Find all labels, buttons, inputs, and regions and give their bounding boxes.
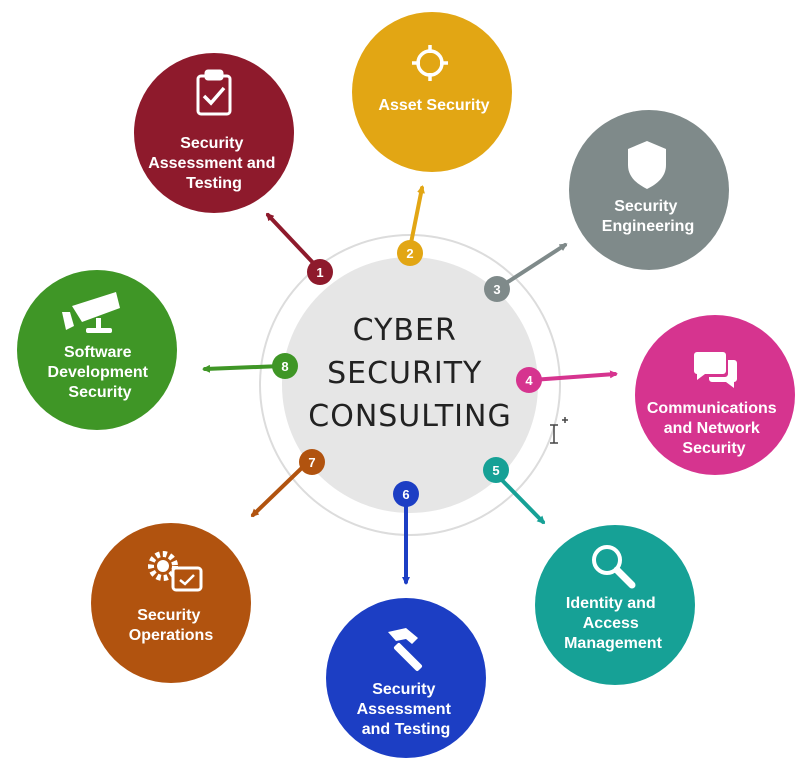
security-camera-icon	[62, 292, 120, 333]
arrow-4	[530, 370, 618, 382]
crosshair-icon	[412, 45, 448, 81]
svg-text:8: 8	[281, 359, 288, 374]
svg-text:Security Engineering: Security Engineering	[602, 198, 694, 235]
svg-text:1: 1	[316, 265, 323, 280]
shield-icon	[628, 141, 666, 189]
center-line-2: SECURITY	[327, 356, 482, 391]
svg-text:Software Development: Software Development Security	[48, 344, 153, 401]
node-7: Security Operations	[91, 523, 251, 683]
center-disc	[282, 257, 538, 513]
node-2: Asset Security	[352, 12, 512, 172]
node-1: Security Assessment and Testing	[134, 53, 294, 213]
center-ring	[259, 234, 561, 536]
arrow-1	[265, 212, 320, 270]
svg-text:Security Assessment and: Security Assessment and Testing	[148, 135, 280, 192]
badge-7: 7	[299, 449, 325, 475]
svg-text:4: 4	[525, 373, 533, 388]
svg-text:Communications and Netwo: Communications and Network Security	[647, 400, 781, 457]
chat-bubbles-icon	[694, 352, 737, 388]
arrow-8	[202, 364, 284, 373]
svg-text:Asset Security: Asset Security	[378, 97, 489, 114]
arrow-7	[250, 460, 310, 518]
center-line-3: CONSULTING	[308, 399, 511, 434]
svg-text:Security Assessment: Security Assessment and Testing	[357, 681, 456, 738]
arrow-2	[408, 185, 425, 250]
node-6: Security Assessment and Testing	[326, 598, 486, 758]
svg-text:Security Operations: Security Operations	[129, 607, 214, 644]
magnifier-icon	[592, 545, 636, 589]
badge-5: 5	[483, 457, 509, 483]
badge-8: 8	[272, 353, 298, 379]
hammer-icon	[388, 628, 423, 672]
badge-6: 6	[393, 481, 419, 507]
text-cursor-icon	[550, 417, 568, 444]
svg-text:7: 7	[308, 455, 315, 470]
arrows	[202, 185, 618, 585]
node-3: Security Engineering	[569, 110, 729, 270]
svg-text:6: 6	[402, 487, 409, 502]
arrow-3	[498, 243, 568, 289]
node-8: Software Development Security	[17, 270, 177, 430]
gear-monitor-icon	[148, 551, 203, 592]
svg-text:Identity and Access: Identity and Access Management	[564, 595, 662, 652]
node-5: Identity and Access Management	[535, 525, 695, 685]
svg-text:5: 5	[492, 463, 499, 478]
clipboard-check-icon	[196, 69, 232, 116]
badge-3: 3	[484, 276, 510, 302]
badge-2: 2	[397, 240, 423, 266]
badge-1: 1	[307, 259, 333, 285]
svg-text:2: 2	[406, 246, 413, 261]
center-line-1: CYBER	[353, 313, 457, 348]
badge-4: 4	[516, 367, 542, 393]
center-title: CYBER SECURITY CONSULTING	[308, 313, 511, 434]
svg-text:3: 3	[493, 282, 500, 297]
node-4: Communications and Network Security	[635, 315, 795, 475]
